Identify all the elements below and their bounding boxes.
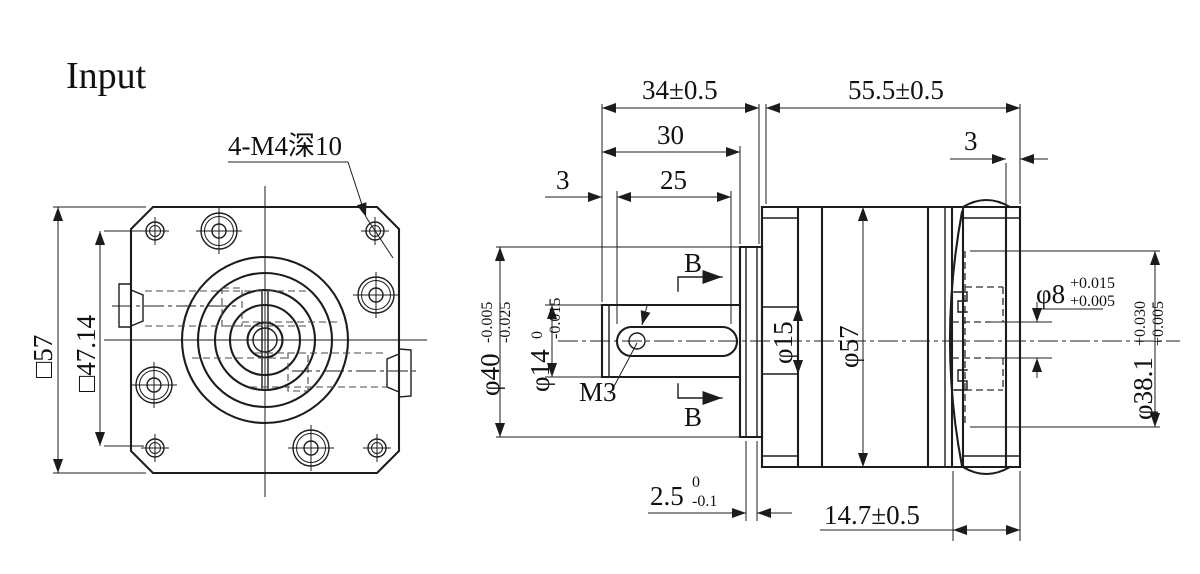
dim-square-57: □57 <box>28 206 146 474</box>
dim-55-5: 55.5±0.5 <box>765 75 1021 204</box>
gearbox-body <box>760 205 1022 469</box>
dim-dia-8-text: φ8 <box>1036 279 1065 309</box>
section-mark-top: B <box>677 248 723 292</box>
dim-55-5-text: 55.5±0.5 <box>848 75 944 105</box>
m4-hole <box>141 434 169 462</box>
front-hidden-features <box>145 287 386 392</box>
keyway-slot <box>615 325 739 358</box>
dim-dia-40-sub: -0.025 <box>497 302 514 343</box>
m4-hole <box>363 434 391 462</box>
dim-dia-14-sup: 0 <box>529 331 546 339</box>
dim-square-57-text: □57 <box>28 335 58 378</box>
counterbore-hole <box>353 272 399 318</box>
dim-dia-57: φ57 <box>834 207 869 467</box>
side-view: B B M3 34±0.5 55.5±0.5 3 <box>475 75 1180 541</box>
flange-outline <box>129 205 401 475</box>
dim-dia-15: φ15 <box>768 307 804 374</box>
dim-dia-38-1: φ38.1 +0.030 +0.005 <box>970 250 1167 428</box>
m3-hole <box>628 332 646 350</box>
view-title: Input <box>66 55 147 97</box>
dim-2-5-text: 2.5 <box>650 481 684 511</box>
dim-dia-8-sub: +0.005 <box>1070 293 1115 310</box>
m3-callout: M3 <box>579 305 651 407</box>
section-mark-bottom: B <box>677 383 723 432</box>
dim-14-7: 14.7±0.5 <box>820 471 1021 541</box>
m4-corner-holes <box>141 217 391 462</box>
dim-dia-14: φ14 0 -0.015 <box>525 298 602 392</box>
front-view: Input <box>28 55 427 497</box>
corner-holes-label: 4-M4深10 <box>228 131 342 161</box>
m4-hole <box>141 217 169 245</box>
counterbore-hole <box>131 362 177 408</box>
front-centerlines <box>104 186 427 497</box>
dim-14-7-text: 14.7±0.5 <box>824 500 920 530</box>
counterbore-holes <box>131 208 399 471</box>
dim-dia-8: φ8 +0.015 +0.005 <box>990 275 1115 378</box>
dim-square-47-14-text: □47.14 <box>71 314 101 392</box>
dim-dia-38-1-sup: +0.030 <box>1132 301 1149 346</box>
dim-dia-15-text: φ15 <box>768 321 798 364</box>
m3-label: M3 <box>579 377 617 407</box>
right-side-tab <box>292 348 418 398</box>
dim-34: 34±0.5 <box>601 75 760 302</box>
dim-2-5: 2.5 0 -0.1 <box>648 441 792 521</box>
dim-dia-40: φ40 -0.005 -0.025 <box>475 246 740 438</box>
left-side-tab <box>112 283 240 328</box>
input-flange <box>738 245 764 439</box>
dim-3-shaft-text: 3 <box>556 165 570 195</box>
corner-holes-callout: 4-M4深10 <box>228 131 394 259</box>
dim-2-5-sub: -0.1 <box>692 493 717 510</box>
dim-dia-40-sup: -0.005 <box>479 302 496 343</box>
dim-3-rear-text: 3 <box>964 126 978 156</box>
dim-dia-8-sup: +0.015 <box>1070 275 1115 292</box>
dim-3-shaft: 3 <box>545 165 602 203</box>
front-circles <box>180 255 350 425</box>
rear-cap <box>948 198 1012 476</box>
dim-2-5-sup: 0 <box>692 474 700 491</box>
rear-hidden-bores <box>952 251 1004 427</box>
dim-3-rear: 3 <box>950 126 1048 204</box>
dim-30: 30 <box>602 120 741 244</box>
dim-34-text: 34±0.5 <box>642 75 718 105</box>
dim-30-text: 30 <box>657 120 684 150</box>
counterbore-hole <box>288 425 334 471</box>
dim-dia-38-1-sub: +0.005 <box>1150 301 1167 346</box>
dim-dia-14-text: φ14 <box>525 349 555 392</box>
dim-dia-38-1-text: φ38.1 <box>1128 357 1158 420</box>
dim-dia-14-sub: -0.015 <box>547 298 564 339</box>
counterbore-hole <box>196 208 242 254</box>
dim-25-text: 25 <box>660 165 687 195</box>
dim-dia-40-text: φ40 <box>475 353 505 396</box>
section-label-bottom: B <box>684 402 702 432</box>
section-label-top: B <box>684 248 702 278</box>
input-shaft <box>600 303 742 379</box>
dim-square-47-14: □47.14 <box>71 230 144 447</box>
dim-25: 25 <box>616 165 732 324</box>
dim-dia-57-text: φ57 <box>834 325 864 368</box>
